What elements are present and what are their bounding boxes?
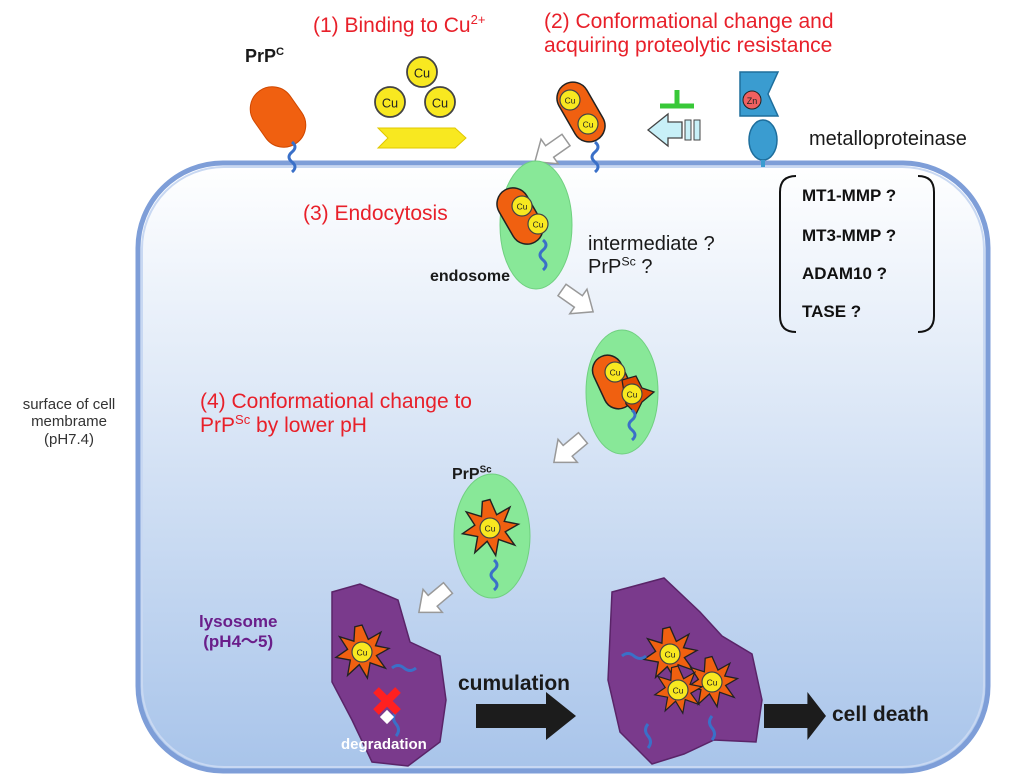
candidate-adam10: ADAM10 ? bbox=[802, 264, 888, 283]
block-cross-icon bbox=[373, 687, 401, 725]
candidate-mt1-mmp: MT1-MMP ? bbox=[802, 186, 897, 205]
endosome-1 bbox=[496, 160, 573, 290]
metalloproteinase-enzyme: Zn bbox=[739, 71, 780, 167]
prpc-label: PrPC bbox=[245, 46, 285, 66]
step2-label: (2) Conformational change and acquiring … bbox=[544, 10, 834, 58]
candidate-tase: TASE ? bbox=[802, 302, 862, 321]
endosome-intermediate bbox=[585, 329, 659, 455]
candidate-bracket bbox=[779, 175, 935, 333]
prpsc-label: PrPSc bbox=[452, 464, 492, 483]
surface-label: surface of cell membrame (pH7.4) bbox=[22, 396, 116, 448]
lysosome-2 bbox=[607, 577, 763, 765]
lysosome-label: lysosome (pH4〜5) bbox=[199, 612, 278, 651]
copper-ions bbox=[374, 56, 467, 149]
endosome-prpsc bbox=[453, 473, 531, 599]
prp-cu-complex bbox=[556, 81, 606, 174]
prpc-protein bbox=[249, 86, 307, 174]
step4-label: (4) Conformational change to PrPSc by lo… bbox=[200, 390, 472, 438]
metalloproteinase-label: metalloproteinase bbox=[809, 128, 967, 150]
step3-label: (3) Endocytosis bbox=[303, 202, 448, 225]
svg-text:Zn: Zn bbox=[747, 96, 758, 106]
step1-label: (1) Binding to Cu2+ bbox=[313, 12, 486, 37]
candidate-mt3-mmp: MT3-MMP ? bbox=[802, 226, 897, 245]
intermediate-label: intermediate ? PrPSc ? bbox=[588, 233, 715, 278]
degradation-label: degradation bbox=[341, 736, 427, 753]
lysosome-1 bbox=[331, 583, 447, 767]
cumulation-label: cumulation bbox=[458, 672, 571, 695]
endosome-label: endosome bbox=[430, 268, 511, 285]
cell-death-label: cell death bbox=[832, 703, 929, 726]
inhibition-arrow bbox=[646, 90, 701, 148]
